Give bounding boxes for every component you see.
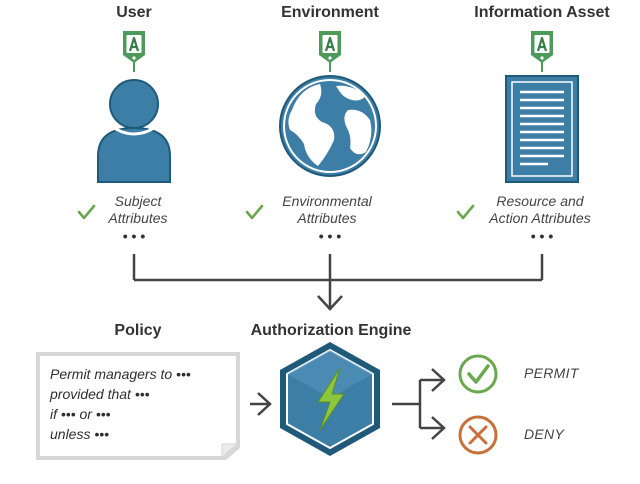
policy-heading: Policy (114, 322, 162, 339)
resource-action-attributes-label: Resource and Action Attributes (474, 193, 606, 227)
document-icon (505, 75, 579, 183)
authorization-engine-heading: Authorization Engine (250, 322, 412, 339)
authorization-engine-icon (280, 342, 380, 456)
resource-more-dots: • • • (530, 228, 554, 244)
environmental-attributes-line1: Environmental (282, 193, 372, 209)
deny-label: DENY (524, 426, 565, 442)
user-icon (97, 79, 171, 183)
subject-attributes-label: Subject Attributes (98, 193, 178, 227)
resource-check-icon (456, 204, 475, 220)
engine-to-outcomes-arrows (392, 368, 446, 440)
environment-check-icon (245, 204, 264, 220)
subject-check-icon (77, 204, 96, 220)
resource-action-attributes-line1: Resource and (496, 193, 584, 209)
asset-attribute-tag-icon (529, 29, 555, 65)
subject-more-dots: • • • (122, 228, 146, 244)
subject-attributes-line1: Subject (114, 193, 162, 209)
policy-note (36, 352, 240, 460)
lightning-icon (317, 367, 345, 431)
policy-line-2: provided that ••• (50, 386, 150, 402)
environment-heading: Environment (281, 4, 379, 21)
deny-x-icon (458, 415, 498, 455)
policy-line-1: Permit managers to ••• (50, 366, 191, 382)
environment-attribute-tag-icon (317, 29, 343, 65)
permit-label: PERMIT (524, 365, 579, 381)
environmental-attributes-line2: Attributes (297, 210, 357, 226)
user-attribute-tag-icon (121, 29, 147, 65)
user-heading: User (116, 4, 152, 21)
subject-attributes-line2: Attributes (108, 210, 168, 226)
environmental-attributes-label: Environmental Attributes (266, 193, 388, 227)
policy-to-engine-arrow (250, 392, 272, 416)
environment-more-dots: • • • (318, 228, 342, 244)
permit-check-icon (458, 354, 498, 394)
information-asset-heading: Information Asset (474, 4, 610, 21)
resource-action-attributes-line2: Action Attributes (489, 210, 591, 226)
merge-connector (132, 254, 544, 311)
globe-icon (279, 75, 381, 177)
policy-line-4: unless ••• (50, 426, 110, 442)
policy-line-3: if ••• or ••• (50, 406, 111, 422)
